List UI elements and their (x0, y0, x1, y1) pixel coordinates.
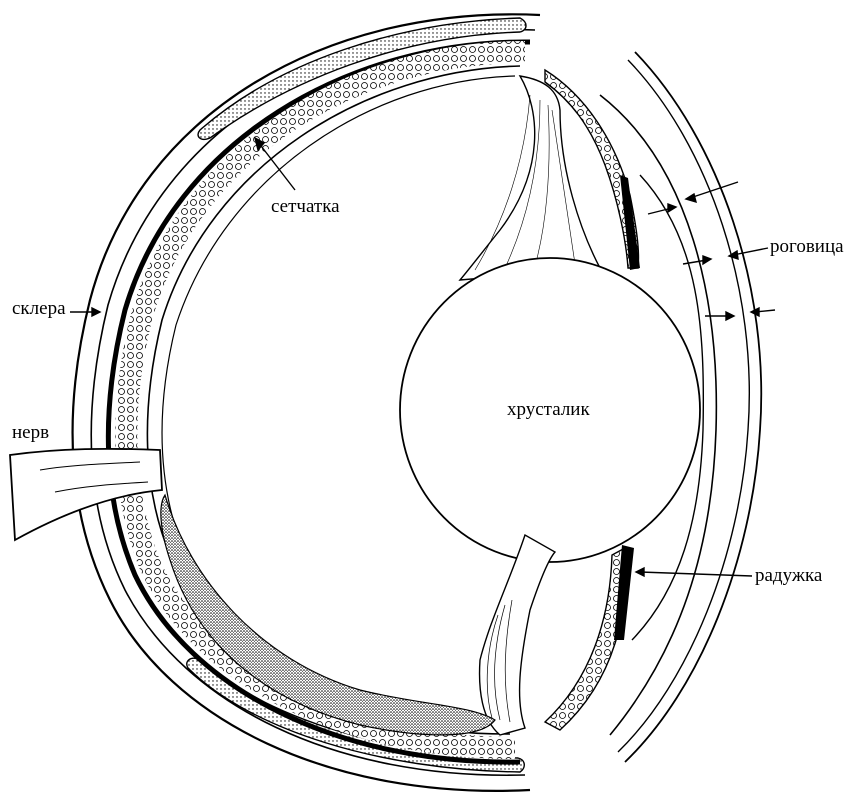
zonule-fibers-bottom (486, 599, 513, 723)
label-cornea: роговица (770, 236, 844, 257)
label-iris: радужка (755, 565, 823, 586)
pointer-arrows (70, 136, 776, 578)
iris-bottom (614, 545, 634, 640)
label-retina: сетчатка (271, 196, 340, 217)
optic-nerve (9, 447, 163, 542)
sclera-outer (71, 13, 541, 792)
vitreous-stipple (160, 493, 496, 736)
cornea-inner (599, 94, 718, 736)
zonule-bottom (478, 533, 557, 736)
cornea-outer (624, 51, 763, 763)
label-lens: хрусталик (507, 399, 590, 420)
choroid-band (105, 39, 531, 765)
top-stipple-band (197, 17, 527, 140)
lens (399, 257, 701, 563)
cornea-innermost (631, 174, 705, 641)
ciliary-bottom (543, 546, 627, 731)
zonule-fibers-top (474, 94, 576, 271)
zonule-top (458, 75, 602, 281)
cornea-mid (617, 59, 750, 753)
label-nerve: нерв (12, 422, 50, 443)
label-sclera: склера (12, 298, 66, 319)
nerve-fibers (39, 461, 149, 493)
iris-top (620, 175, 640, 270)
